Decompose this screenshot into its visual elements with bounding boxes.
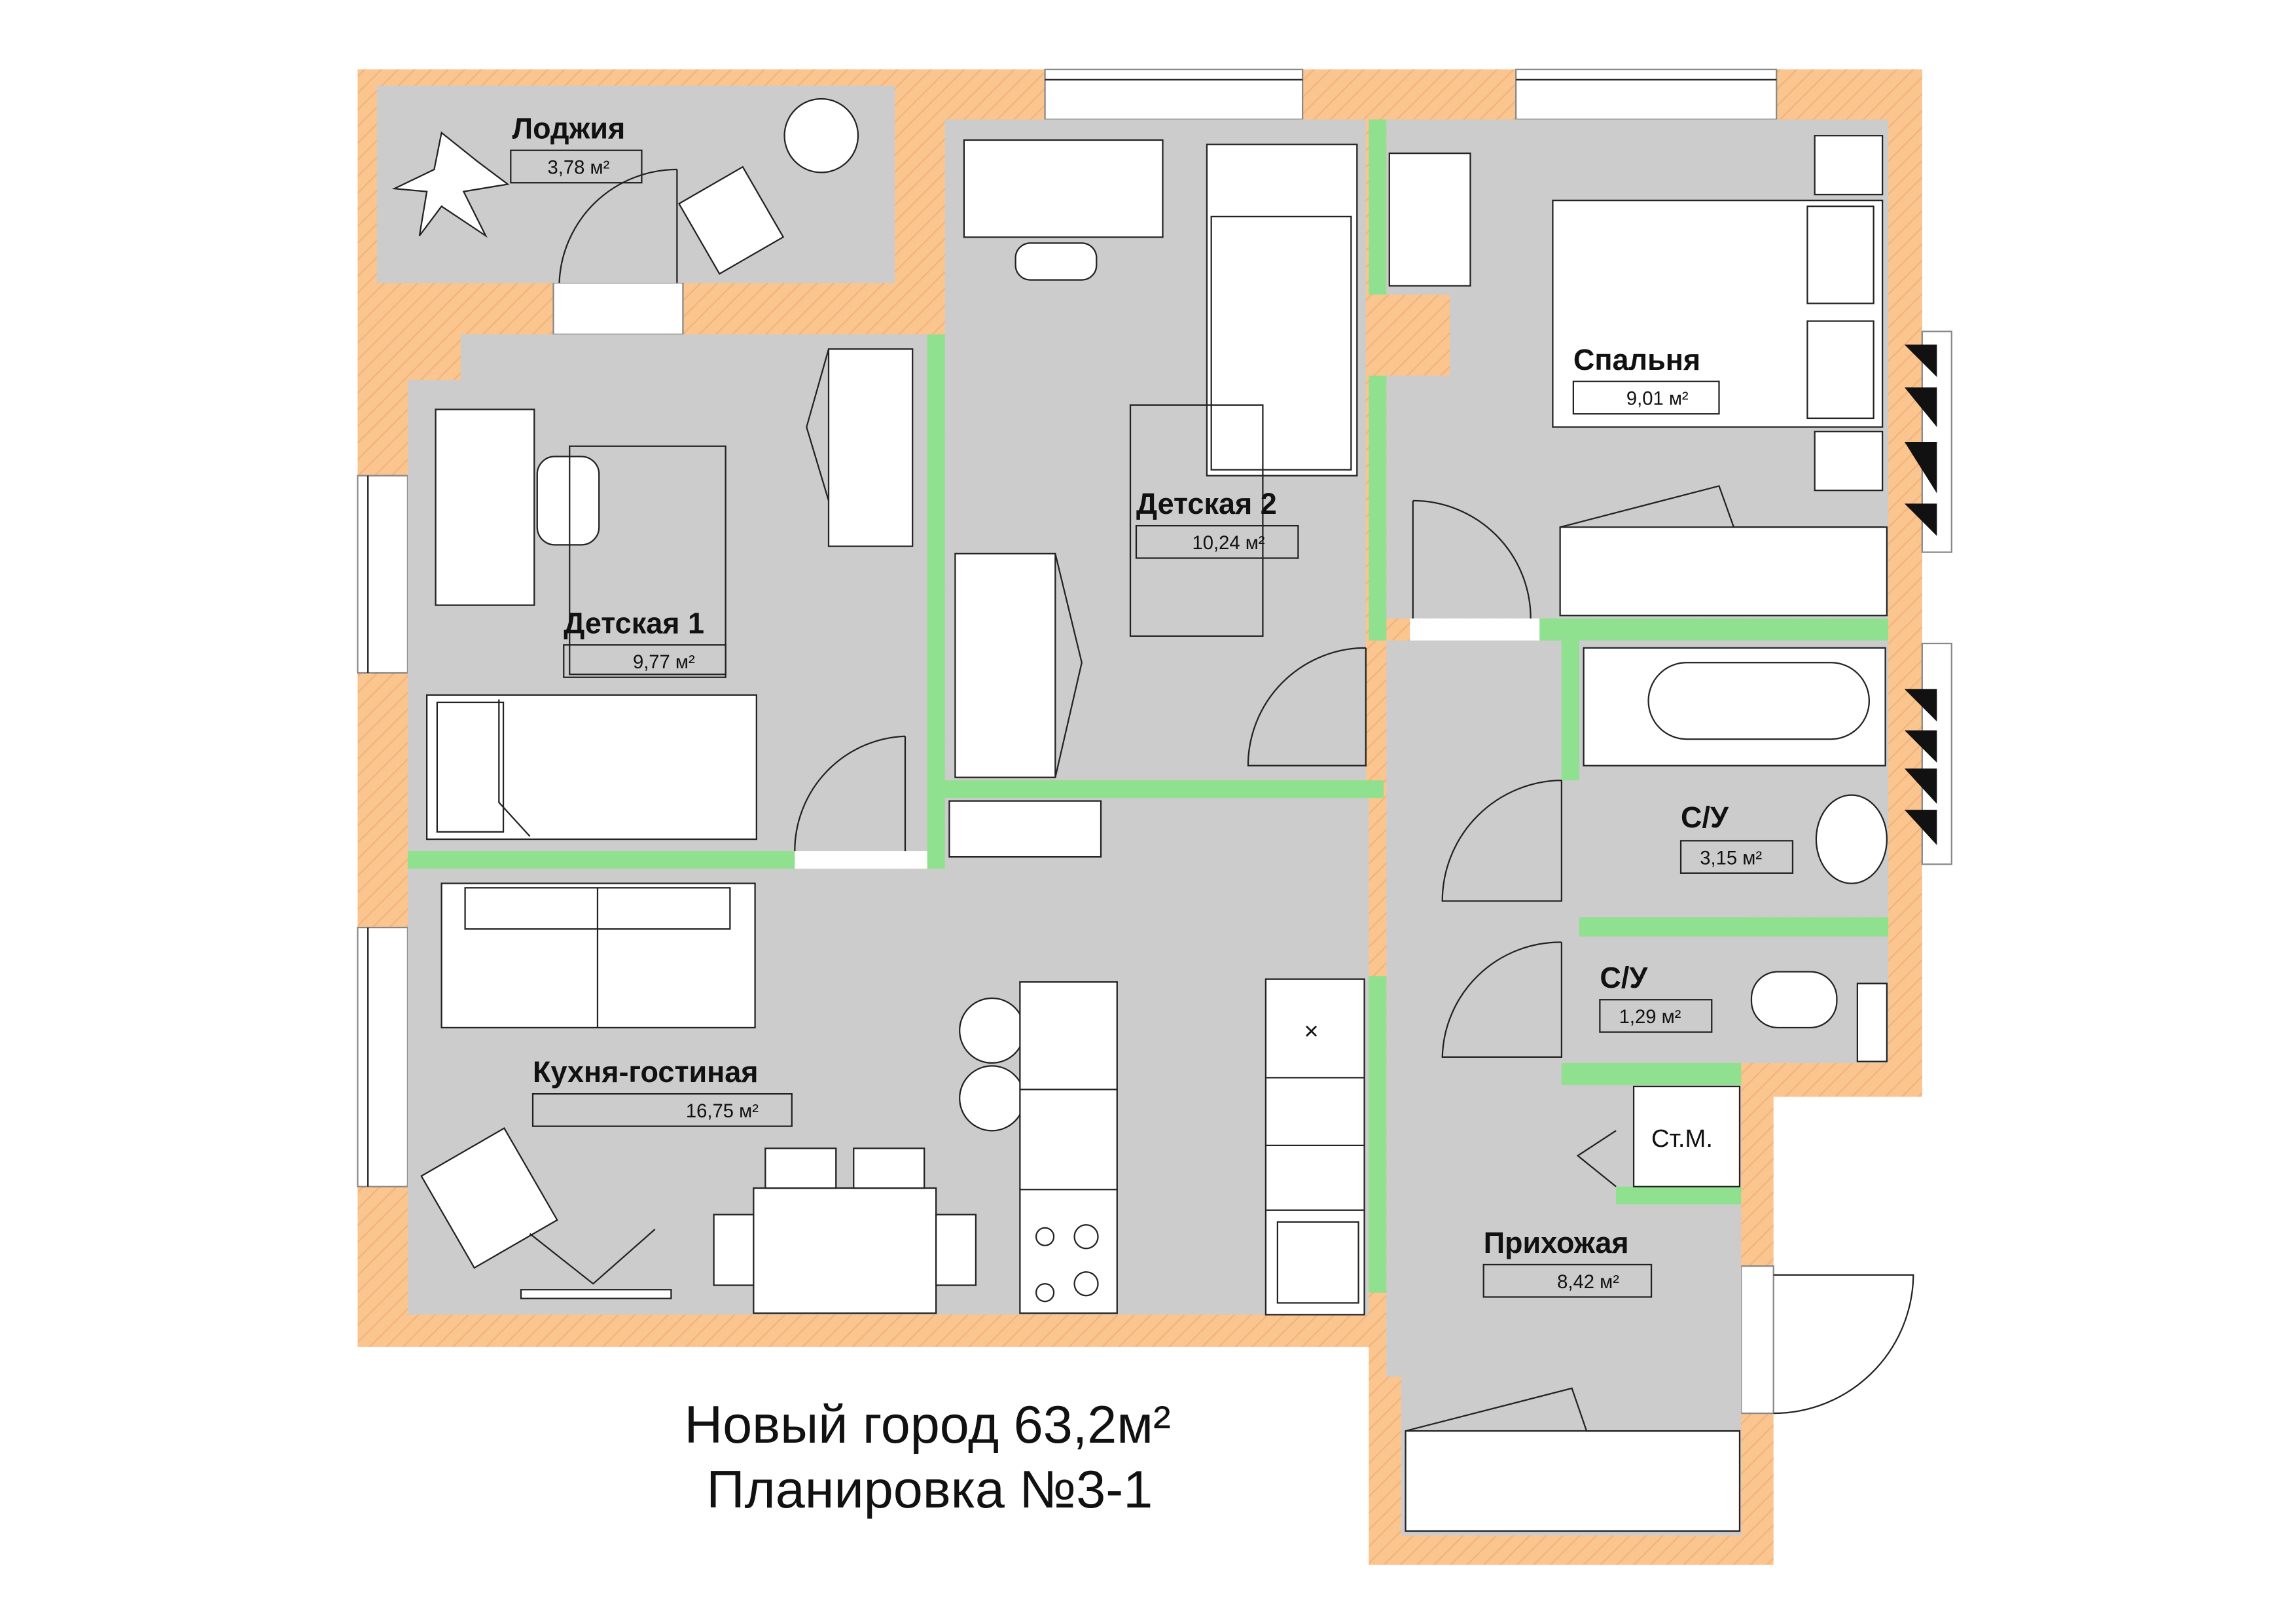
room-hallway: Прихожая 8,42 м²: [1482, 1226, 1653, 1298]
svg-text:8,42 м²: 8,42 м²: [1557, 1272, 1619, 1293]
room-wc: С/У 1,29 м²: [1599, 961, 1713, 1033]
windows: [357, 68, 1778, 1415]
svg-text:10,24 м²: 10,24 м²: [1192, 533, 1265, 554]
svg-text:3,78 м²: 3,78 м²: [548, 158, 610, 179]
plan-title: Новый город 63,2м² Планировка №3-1: [685, 1396, 1171, 1519]
title-line-2: Планировка №3-1: [706, 1460, 1153, 1519]
svg-text:Спальня: Спальня: [1573, 343, 1700, 376]
title-line-1: Новый город 63,2м²: [685, 1396, 1171, 1454]
room-kids-1: Детская 1 9,77 м²: [563, 606, 726, 678]
svg-text:Кухня-гостиная: Кухня-гостиная: [533, 1055, 758, 1089]
svg-text:Детская 1: Детская 1: [564, 606, 704, 640]
svg-text:3,15 м²: 3,15 м²: [1700, 848, 1762, 869]
svg-text:С/У: С/У: [1681, 801, 1729, 834]
svg-text:16,75 м²: 16,75 м²: [686, 1101, 759, 1122]
svg-text:9,01 м²: 9,01 м²: [1626, 389, 1689, 410]
svg-text:1,29 м²: 1,29 м²: [1619, 1007, 1681, 1028]
room-bathroom: С/У 3,15 м²: [1679, 801, 1794, 874]
svg-text:Прихожая: Прихожая: [1484, 1226, 1629, 1259]
washer-label: Ст.М.: [1651, 1125, 1713, 1153]
room-kids-2: Детская 2 10,24 м²: [1135, 487, 1299, 559]
room-loggia: Лоджия 3,78 м²: [510, 112, 643, 184]
room-labels: Лоджия 3,78 м² Детская 1 9,77 м² Детская 2…: [510, 112, 1794, 1298]
room-kitchen-living: Кухня-гостиная 16,75 м²: [531, 1055, 793, 1127]
svg-text:Детская 2: Детская 2: [1136, 487, 1277, 520]
stove-hood-mark: ×: [1304, 1017, 1318, 1045]
doors[interactable]: [558, 168, 1914, 1415]
partitions: [407, 119, 1889, 1293]
svg-text:9,77 м²: 9,77 м²: [633, 652, 695, 673]
svg-text:Лоджия: Лоджия: [512, 112, 626, 145]
svg-text:С/У: С/У: [1600, 961, 1648, 994]
furniture: ×: [391, 98, 1888, 1532]
room-bedroom: Спальня 9,01 м²: [1572, 343, 1720, 415]
